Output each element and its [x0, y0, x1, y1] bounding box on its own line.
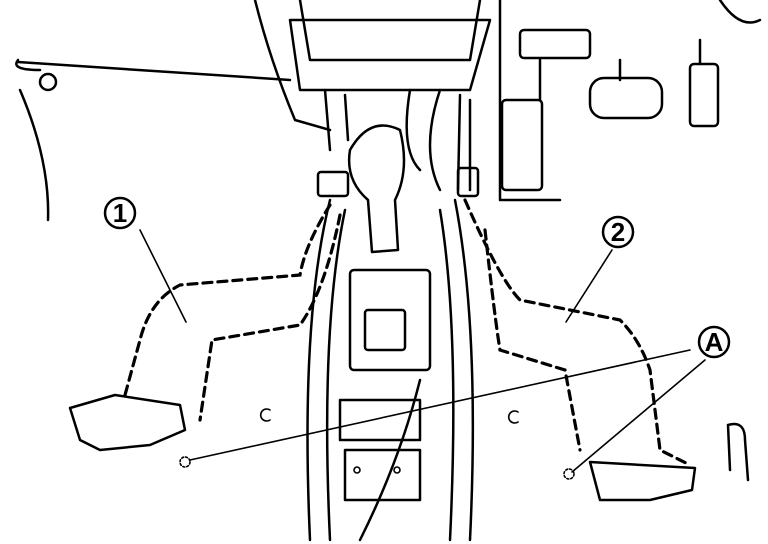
leader-part-2 [565, 249, 613, 323]
console-tunnel [306, 198, 475, 542]
callout-part-2: 2 [601, 215, 635, 249]
callout-clip-a: A [697, 325, 731, 359]
callout-part-2-label: 2 [611, 217, 625, 247]
floor-hole [507, 410, 519, 424]
instrument-panel [15, 0, 762, 222]
leader-part-1 [139, 229, 187, 323]
clip-leaders [179, 349, 706, 480]
callout-part-1: 1 [103, 196, 137, 230]
callout-clip-a-label: A [705, 327, 724, 357]
shift-lever [316, 88, 480, 254]
callout-part-1-label: 1 [113, 198, 127, 228]
part-1-outline [68, 203, 342, 452]
floor-hole [259, 408, 271, 422]
